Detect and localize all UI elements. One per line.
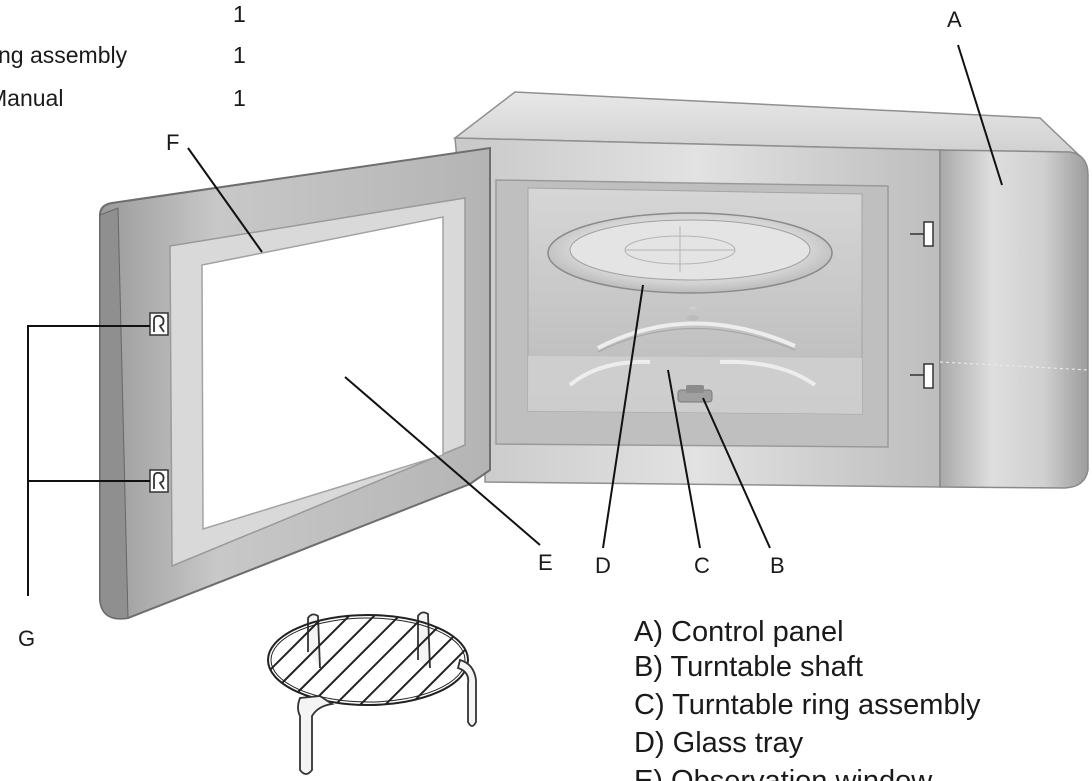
leader-g [27,325,150,596]
callout-b: B [770,553,785,578]
leader-f [187,147,263,253]
rack-grid [268,615,468,705]
parts-list-item-3-name: Manual [0,85,63,111]
callout-g: G [18,626,35,651]
leader-e [344,376,541,546]
legend-item-b: B) Turntable shaft [634,651,863,683]
callout-f: F [166,130,179,155]
legend-item-a: A) Control panel [634,616,844,648]
callout-a: A [947,7,962,32]
turntable-ring [568,306,817,387]
callout-d: D [595,553,611,578]
callout-labels: A F E D C B G [18,7,962,651]
parts-list-item-2-qty: 1 [233,42,246,68]
observation-window [201,216,444,531]
microwave-body [452,91,1089,489]
control-panel [939,149,1089,489]
parts-list-item-2-name: ng assembly [0,42,128,68]
door-latch-upper [149,312,169,336]
parts-list: 1 ng assembly 1 Manual 1 [0,1,246,111]
parts-list-item-1-qty: 1 [233,1,246,27]
glass-tray [547,212,833,294]
latch-slot-upper [923,221,934,247]
legend: A) Control panel B) Turntable shaft C) T… [634,616,981,781]
leader-a [957,44,1003,186]
grill-rack [267,611,477,775]
callout-c: C [694,553,710,578]
latch-slot-lower [923,363,934,389]
parts-list-item-3-qty: 1 [233,85,246,111]
leader-b [702,397,771,549]
callout-e: E [538,550,553,575]
leader-c [667,369,701,549]
legend-item-c: C) Turntable ring assembly [634,689,981,721]
legend-item-e: E) Observation window [634,765,933,781]
door-latch-lower [149,469,169,493]
legend-item-d: D) Glass tray [634,727,804,759]
leader-lines [27,44,1003,596]
leader-d [602,284,644,549]
door [99,146,491,620]
